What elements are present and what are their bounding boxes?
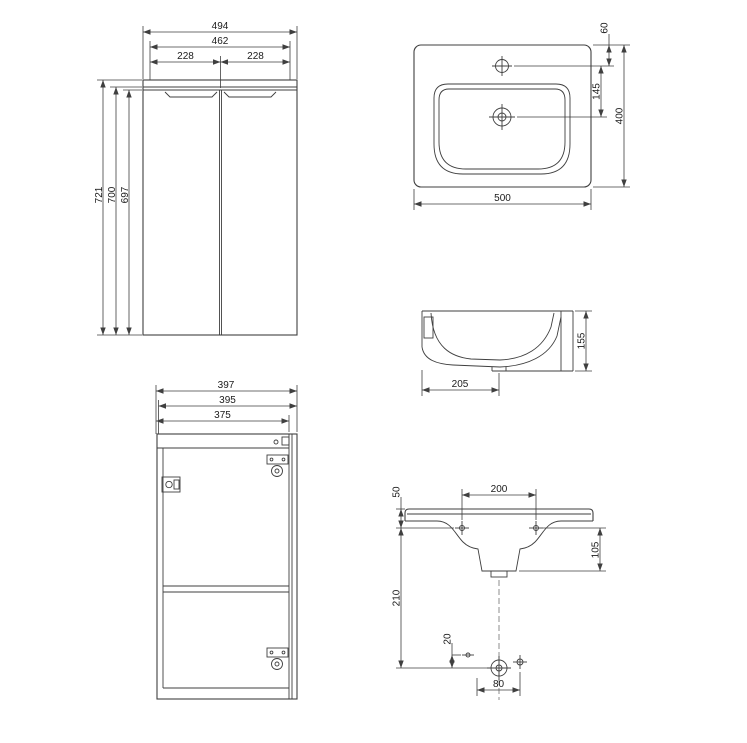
basin-underside	[405, 520, 593, 572]
dim-label-height-carcass: 700	[107, 186, 118, 203]
washbasin-side-dimension-lines	[422, 311, 589, 393]
washbasin-top-geometry	[413, 44, 592, 188]
washbasin-front-dimension-lines	[398, 492, 603, 693]
dim-label-basin-width: 500	[494, 193, 511, 204]
cabinet-side-view: 397 395 375	[155, 380, 298, 700]
washbasin-front-extension-lines	[396, 489, 606, 696]
dim-label-tap-to-drain: 145	[592, 83, 603, 100]
washbasin-front-view: 50 200 105 210 20 80	[392, 484, 606, 700]
cabinet-front-dimension-lines	[100, 29, 297, 335]
drain-stub	[490, 570, 508, 578]
cabinet-front-view: 494 462 228 228 721 700 697	[94, 21, 298, 336]
hinge-top	[266, 454, 289, 477]
inlet-point	[513, 655, 527, 669]
dim-label-outlet-offset: 20	[443, 633, 454, 645]
basin-bowl-inner	[438, 88, 566, 170]
drain-outlet	[487, 656, 511, 680]
dim-label-holes-to-bottom: 105	[591, 541, 602, 558]
cabinet-side-geometry	[156, 433, 298, 700]
dim-label-front-to-drain: 205	[452, 379, 469, 390]
dim-label-top-to-holes: 50	[392, 486, 403, 498]
cabinet-front-extension-lines	[97, 26, 298, 336]
reference-point	[462, 652, 474, 658]
dim-label-holes-to-outlet: 210	[392, 589, 403, 606]
dim-label-depth-overall: 397	[218, 380, 235, 391]
washbasin-side-geometry	[421, 310, 574, 372]
wall-bracket	[161, 476, 181, 493]
dim-label-height-door: 697	[120, 186, 131, 203]
bowl-profile-outer	[421, 316, 562, 368]
dim-label-door-right: 228	[247, 51, 264, 62]
dim-label-outlet-spacing: 80	[493, 679, 505, 690]
washbasin-top-dimension-lines	[414, 45, 627, 207]
cabinet-side-dimension-lines	[156, 388, 297, 424]
door-handle-groove-right	[223, 91, 277, 98]
mounting-hole-left	[455, 521, 469, 535]
washbasin-top-extension-lines	[413, 34, 630, 210]
washbasin-front-geometry	[404, 508, 594, 700]
dim-label-door-left: 228	[177, 51, 194, 62]
dim-label-width-internal: 462	[212, 36, 229, 47]
hinge-mount-top	[273, 436, 290, 446]
basin-outline	[413, 44, 592, 188]
bowl-profile-inner	[430, 312, 555, 361]
door-handle-groove-left	[164, 91, 218, 98]
dim-label-depth-mid: 395	[219, 395, 236, 406]
mounting-hole-right	[529, 521, 543, 535]
hinge-bottom	[266, 647, 289, 670]
washbasin-side-extension-lines	[421, 310, 592, 396]
basin-bowl-outer	[433, 83, 571, 175]
washbasin-side-view: 155 205	[421, 310, 592, 396]
basin-rim	[404, 508, 594, 521]
washbasin-top-view: 60 145 400 500	[413, 22, 630, 210]
dim-label-height-overall: 721	[94, 186, 105, 203]
dim-label-basin-depth: 400	[615, 107, 626, 124]
dim-label-tap-offset: 60	[600, 22, 611, 34]
dim-label-depth-carcass: 375	[214, 410, 231, 421]
dim-label-holes-spacing: 200	[491, 484, 508, 495]
cabinet-outline	[142, 79, 298, 336]
cabinet-side-outline	[156, 433, 298, 700]
cabinet-front-geometry	[142, 79, 298, 336]
dim-label-basin-height: 155	[577, 332, 588, 349]
dim-label-width-overall: 494	[212, 21, 229, 32]
